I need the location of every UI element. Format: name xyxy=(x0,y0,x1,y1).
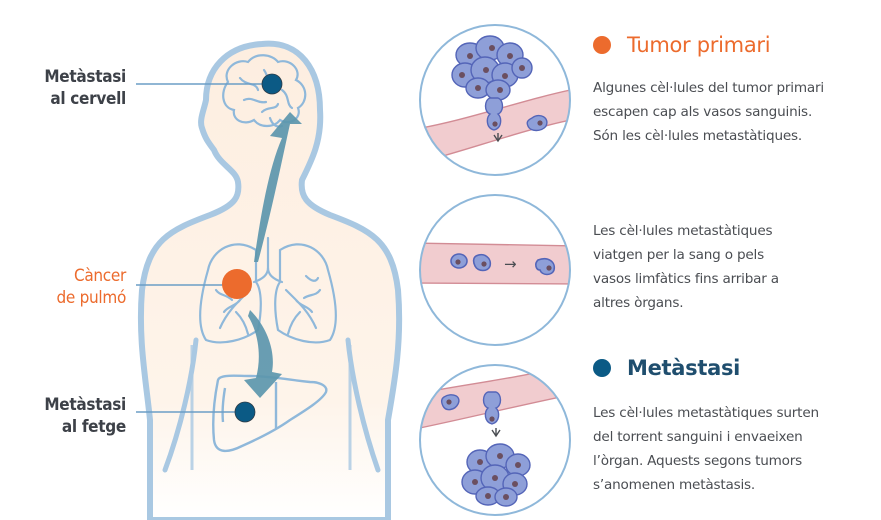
arrow-lung-to-liver-icon xyxy=(244,310,282,398)
step2-line: viatgen per la sang o pels xyxy=(593,247,765,263)
travel-arrow-icon: → xyxy=(504,255,517,273)
step3-heading: Metàstasi xyxy=(593,355,740,381)
label-brain-metastasis: Metàstasi al cervell xyxy=(20,66,126,110)
label-brain-line1: Metàstasi xyxy=(44,67,126,87)
blue-dot-icon xyxy=(593,359,611,377)
step1-description: Algunes cèl·lules del tumor primari esca… xyxy=(593,76,873,148)
step3-description: Les cèl·lules metastàtiques surten del t… xyxy=(593,401,878,497)
step2-illustration xyxy=(419,194,571,346)
body-silhouette xyxy=(137,40,403,520)
label-liver-line1: Metàstasi xyxy=(44,395,126,415)
step1-heading: Tumor primari xyxy=(593,32,771,58)
lungs-icon xyxy=(198,236,338,344)
label-lung-cancer: Càncer de pulmó xyxy=(20,265,127,309)
lung-cancer-marker xyxy=(222,269,252,299)
step3-line: l’òrgan. Aquests segons tumors xyxy=(593,453,803,469)
step2-line: Les cèl·lules metastàtiques xyxy=(593,223,773,239)
step2-line: vasos limfàtics fins arribar a xyxy=(593,271,779,287)
step3-line: del torrent sanguini i envaeixen xyxy=(593,429,803,445)
label-lung-line1: Càncer xyxy=(73,266,126,286)
step1-line: Són les cèl·lules metastàtiques. xyxy=(593,128,803,144)
step1-line: escapen cap als vasos sanguinis. xyxy=(593,104,813,120)
step2-description: Les cèl·lules metastàtiques viatgen per … xyxy=(593,219,873,315)
label-lung-line2: de pulmó xyxy=(56,288,127,308)
orange-dot-icon xyxy=(593,36,611,54)
arrow-lung-to-brain-icon xyxy=(254,112,302,262)
step2-line: altres òrgans. xyxy=(593,295,684,311)
step3-illustration xyxy=(419,364,571,516)
label-brain-line2: al cervell xyxy=(50,89,126,109)
step3-line: Les cèl·lules metastàtiques surten xyxy=(593,405,819,421)
step3-title: Metàstasi xyxy=(627,356,741,380)
label-liver-line2: al fetge xyxy=(61,417,126,437)
step1-illustration xyxy=(419,24,571,176)
step1-title: Tumor primari xyxy=(627,33,771,57)
step1-line: Algunes cèl·lules del tumor primari xyxy=(593,80,825,96)
step3-line: s’anomenen metàstasis. xyxy=(593,477,756,493)
liver-metastasis-marker xyxy=(234,401,256,423)
label-liver-metastasis: Metàstasi al fetge xyxy=(20,394,126,438)
liver-icon xyxy=(212,374,328,453)
brain-metastasis-marker xyxy=(261,73,283,95)
